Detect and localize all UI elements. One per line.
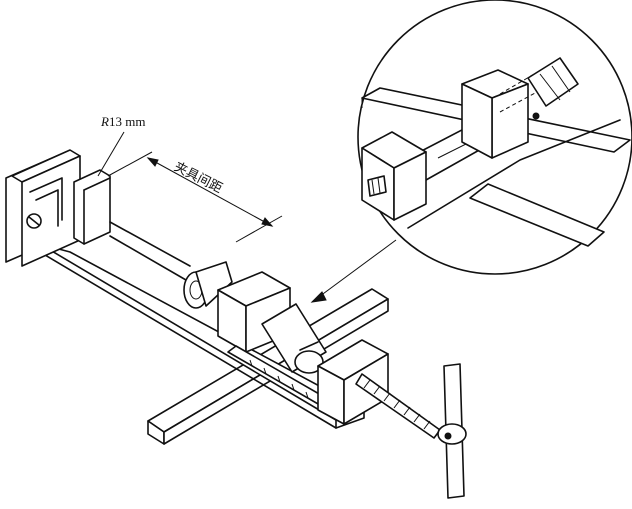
radius-value: 13 mm [108, 114, 146, 129]
detail-pointer-arrow [310, 239, 397, 303]
right-end-block [317, 339, 389, 425]
radius-label: R13 mm [101, 114, 145, 130]
movable-fixture [183, 261, 327, 374]
radius-symbol: R [101, 114, 109, 129]
left-end-clamp [5, 149, 111, 267]
fixture-spacing-dimension [107, 151, 283, 243]
t-handle [437, 363, 467, 499]
left-clamp-screw-icon [26, 213, 42, 229]
lead-screw [355, 373, 441, 439]
specimen-rod [109, 221, 191, 281]
radius-leader-line [97, 131, 125, 177]
detail-magnified-view [357, 0, 632, 275]
